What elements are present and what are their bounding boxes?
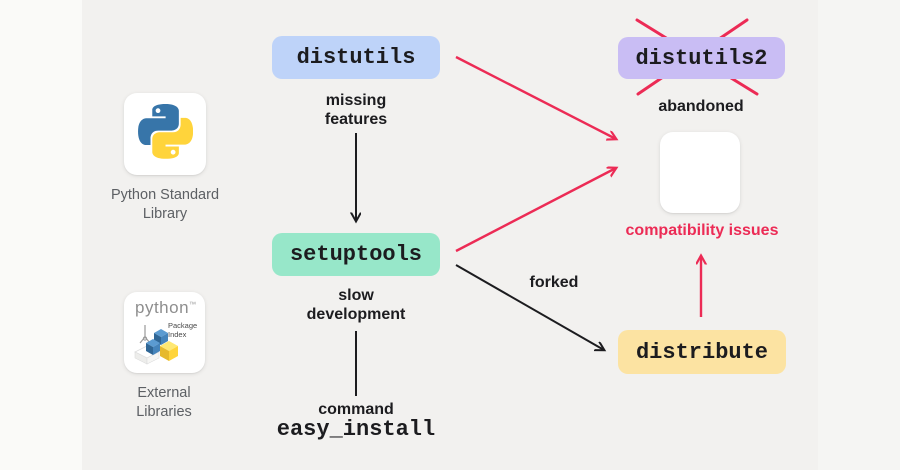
node-setuptools: setuptools bbox=[272, 233, 440, 276]
compatibility-issues-note: compatibility issues bbox=[625, 222, 779, 239]
pypi-cubes-graphic bbox=[134, 325, 178, 365]
left-margin bbox=[0, 0, 82, 470]
external-libraries-label: External Libraries bbox=[136, 385, 192, 421]
pypi-subtitle-line2: Index bbox=[168, 330, 187, 340]
python-standard-library-card bbox=[124, 93, 206, 175]
pypi-card: python™ Package Index bbox=[124, 292, 205, 373]
pypi-trademark: ™ bbox=[189, 301, 197, 309]
forked-note: forked bbox=[529, 274, 579, 291]
pypi-logo-icon: python™ Package Index bbox=[124, 292, 205, 373]
pypi-wordmark-text: python bbox=[135, 298, 190, 317]
missing-features-note: missing features bbox=[324, 92, 388, 128]
node-distutils: distutils bbox=[272, 36, 440, 79]
slow-development-note: slow development bbox=[306, 287, 406, 323]
abandoned-note: abandoned bbox=[658, 98, 744, 115]
python-standard-library-label: Python Standard Library bbox=[110, 187, 220, 223]
pypi-subtitle-line1: Package bbox=[168, 321, 198, 330]
command-note: command bbox=[318, 401, 394, 418]
python-logo-icon bbox=[137, 104, 193, 164]
easy-install-label: easy_install bbox=[276, 417, 436, 442]
right-margin bbox=[818, 0, 900, 470]
compatibility-issues-card bbox=[660, 132, 740, 213]
arrow-setuptools-to-compatibility bbox=[455, 168, 616, 253]
node-distutils2: distutils2 bbox=[618, 37, 785, 79]
node-distribute: distribute bbox=[618, 330, 786, 374]
arrow-distutils-to-compatibility bbox=[455, 55, 616, 139]
pypi-wordmark: python™ bbox=[135, 298, 197, 318]
pypi-subtitle: Package Index bbox=[168, 321, 197, 340]
